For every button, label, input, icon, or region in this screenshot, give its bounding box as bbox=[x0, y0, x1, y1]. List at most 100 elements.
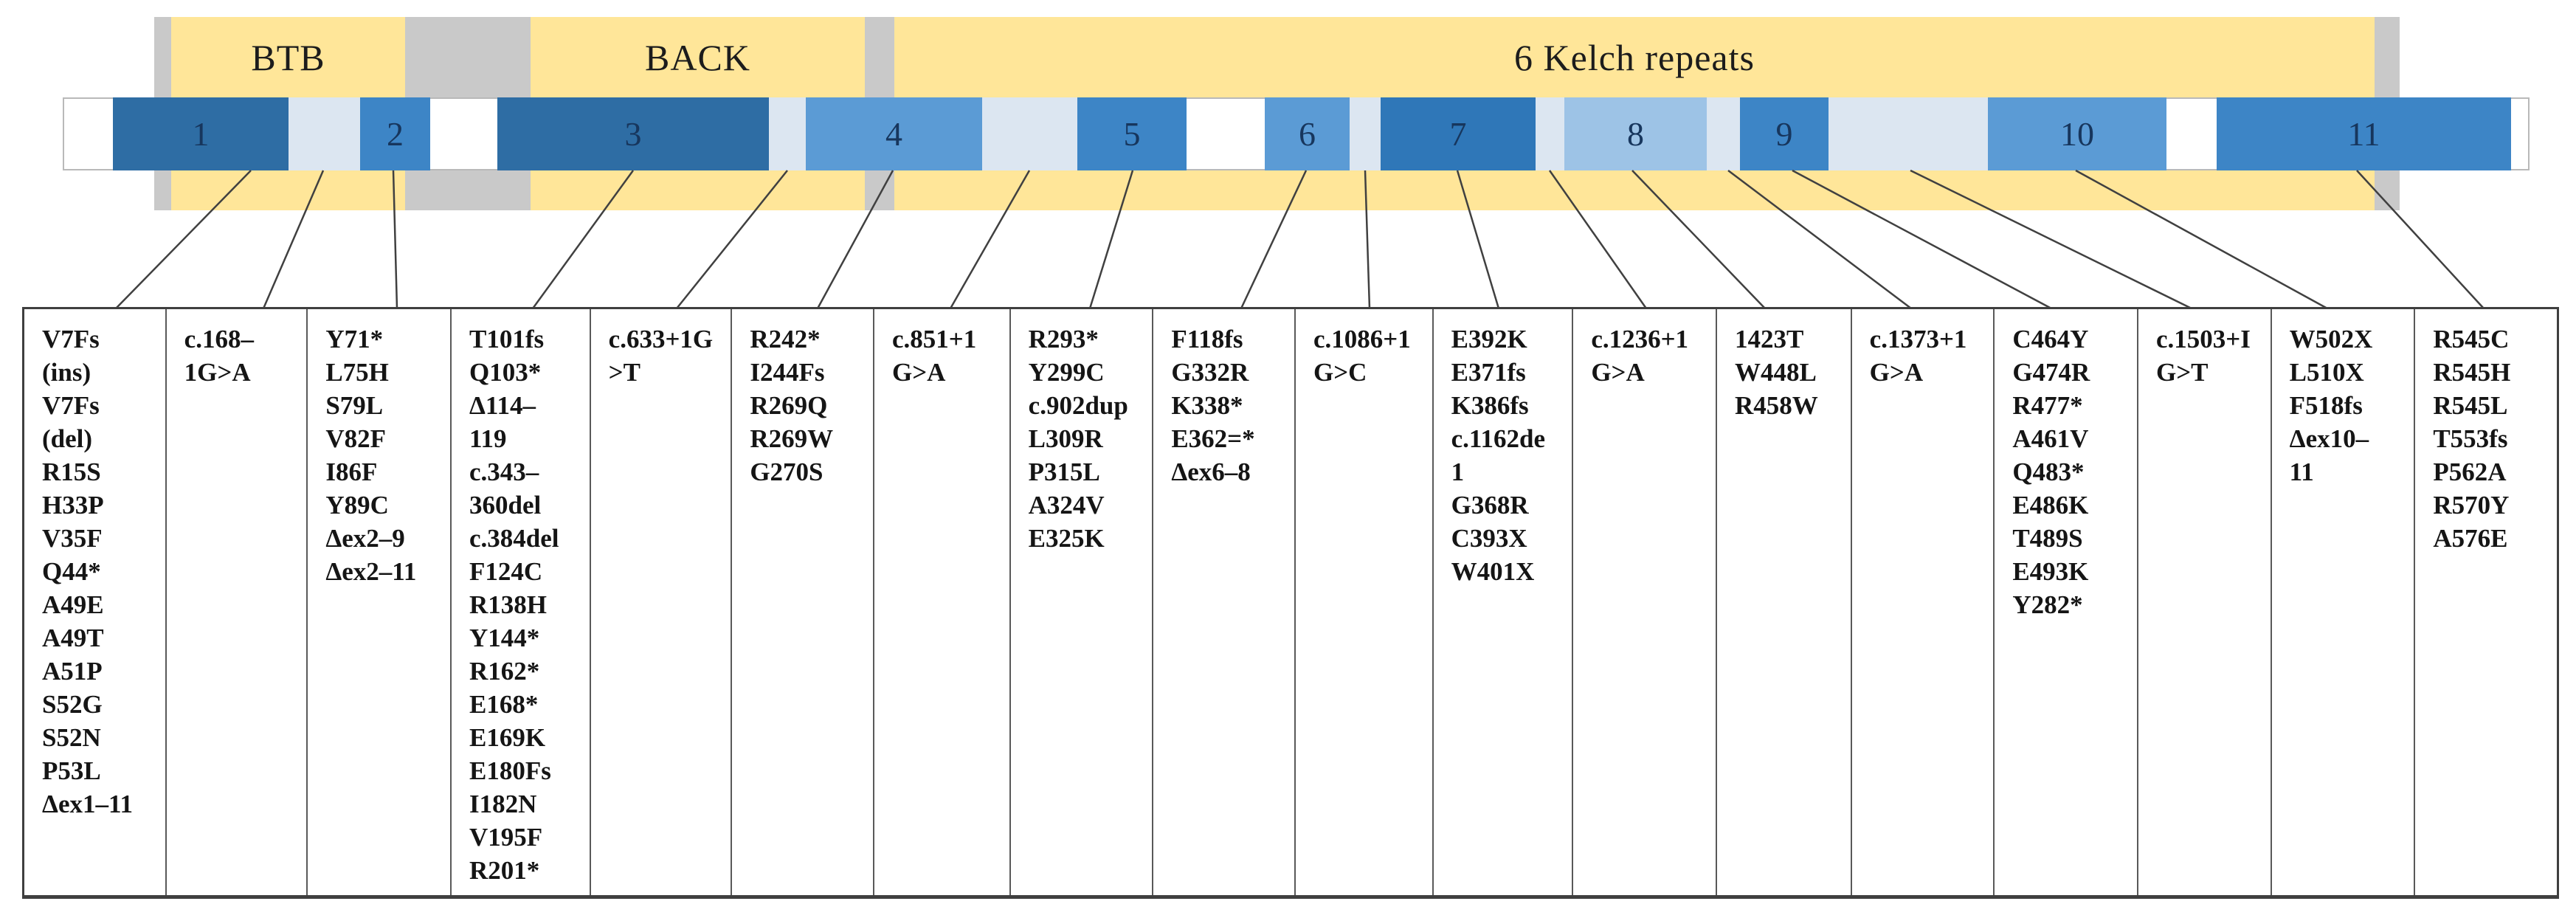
mutation-column-5: c.633+1G>T bbox=[591, 309, 733, 895]
exon-spacer bbox=[1829, 97, 1988, 170]
mutation-label: c.1373+1 bbox=[1869, 325, 1967, 353]
exon-5: 5 bbox=[1077, 97, 1187, 170]
mutation-label: E371fs bbox=[1451, 358, 1526, 387]
mutation-label: C464Y bbox=[2012, 325, 2089, 353]
mutation-label: R477* bbox=[2012, 391, 2083, 420]
mutation-label: S52G bbox=[42, 690, 103, 719]
mutation-label: (del) bbox=[42, 424, 93, 453]
exon-spacer bbox=[982, 97, 1077, 170]
connector-line bbox=[816, 170, 894, 309]
mutation-label: A51P bbox=[42, 657, 103, 686]
mutation-label: R570Y bbox=[2433, 491, 2510, 520]
mutation-label: (ins) bbox=[42, 358, 91, 387]
connector-line bbox=[1088, 170, 1134, 309]
mutation-label: P315L bbox=[1028, 458, 1100, 486]
mutation-label: Q483* bbox=[2012, 458, 2085, 486]
connector-line bbox=[115, 170, 252, 309]
mutation-label: V195F bbox=[469, 823, 543, 852]
mutation-label: Q44* bbox=[42, 557, 101, 586]
exon-number: 7 bbox=[1449, 115, 1467, 153]
connector-line bbox=[1792, 169, 2052, 310]
mutation-label: E493K bbox=[2012, 557, 2089, 586]
exon-number: 4 bbox=[885, 115, 902, 153]
exon-7: 7 bbox=[1381, 97, 1536, 170]
mutation-label: G>A bbox=[1591, 358, 1645, 387]
mutation-label: R545C bbox=[2433, 325, 2510, 353]
connector-line bbox=[1240, 170, 1308, 309]
mutation-label: 1423T bbox=[1734, 325, 1804, 353]
exon-number: 9 bbox=[1775, 115, 1793, 153]
mutation-label: Y71* bbox=[325, 325, 384, 353]
mutation-label: V82F bbox=[325, 424, 386, 453]
mutation-label: c.168– bbox=[184, 325, 254, 353]
exon-11: 11 bbox=[2217, 97, 2511, 170]
mutation-label: c.343– bbox=[469, 458, 539, 486]
mutation-label: G>A bbox=[1869, 358, 1924, 387]
mutation-label: I86F bbox=[325, 458, 378, 486]
mutation-label: I182N bbox=[469, 790, 537, 818]
mutation-label: Δex2–11 bbox=[325, 557, 417, 586]
mutation-label: E325K bbox=[1028, 524, 1105, 553]
mutation-label: F118fs bbox=[1171, 325, 1243, 353]
mutation-label: E169K bbox=[469, 723, 546, 752]
mutation-label: Δex2–9 bbox=[325, 524, 405, 553]
mutation-label: R242* bbox=[750, 325, 821, 353]
mutation-label: V7Fs bbox=[42, 391, 100, 420]
mutation-label: R545H bbox=[2433, 358, 2511, 387]
mutation-label: Δex6–8 bbox=[1171, 458, 1251, 486]
exon-number: 1 bbox=[192, 115, 210, 153]
mutation-label: c.633+1G bbox=[608, 325, 714, 353]
mutation-label: G>C bbox=[1313, 358, 1367, 387]
connector-line bbox=[676, 170, 788, 309]
mutation-label: E392K bbox=[1451, 325, 1527, 353]
mutation-label: T101fs bbox=[469, 325, 545, 353]
mutation-label: W448L bbox=[1734, 358, 1817, 387]
mutation-label: R269Q bbox=[750, 391, 828, 420]
connector-line bbox=[2356, 170, 2485, 309]
exon-8: 8 bbox=[1564, 97, 1707, 170]
exon-number: 6 bbox=[1299, 115, 1316, 153]
mutation-label: c.384del bbox=[469, 524, 559, 553]
mutation-label: Y144* bbox=[469, 624, 540, 652]
exon-spacer bbox=[769, 97, 806, 170]
mutation-label: E168* bbox=[469, 690, 539, 719]
mutation-label: A49T bbox=[42, 624, 104, 652]
exon-number: 11 bbox=[2347, 115, 2380, 153]
mutation-label: S52N bbox=[42, 723, 101, 752]
mutation-label: T489S bbox=[2012, 524, 2083, 553]
mutation-label: T553fs bbox=[2433, 424, 2508, 453]
exon-number: 5 bbox=[1123, 115, 1141, 153]
mutation-label: Δex1–11 bbox=[42, 790, 134, 818]
exon-spacer bbox=[289, 97, 360, 170]
mutation-label: 1 bbox=[1451, 458, 1465, 486]
mutation-label: R269W bbox=[750, 424, 834, 453]
mutation-label: R545L bbox=[2433, 391, 2508, 420]
mutation-label: 119 bbox=[469, 424, 507, 453]
exon-number: 3 bbox=[624, 115, 642, 153]
mutation-label: 360del bbox=[469, 491, 542, 520]
mutation-label: H33P bbox=[42, 491, 104, 520]
exon-number: 2 bbox=[387, 115, 404, 153]
exon-number: 10 bbox=[2060, 115, 2094, 153]
mutation-label: V35F bbox=[42, 524, 103, 553]
mutation-label: K338* bbox=[1171, 391, 1243, 420]
mutation-label: F124C bbox=[469, 557, 543, 586]
mutation-label: Y282* bbox=[2012, 590, 2083, 619]
mutation-label: c.1086+1 bbox=[1313, 325, 1411, 353]
exon-3: 3 bbox=[497, 97, 769, 170]
mutation-label: E180Fs bbox=[469, 756, 551, 785]
connector-line bbox=[392, 170, 398, 309]
mutation-label: E362=* bbox=[1171, 424, 1255, 453]
mutation-label: Δex10– bbox=[2289, 424, 2369, 453]
mutation-label: R458W bbox=[1734, 391, 1818, 420]
mutation-label: L309R bbox=[1028, 424, 1103, 453]
mutation-label: c.1162de bbox=[1451, 424, 1545, 453]
mutation-label: R138H bbox=[469, 590, 547, 619]
